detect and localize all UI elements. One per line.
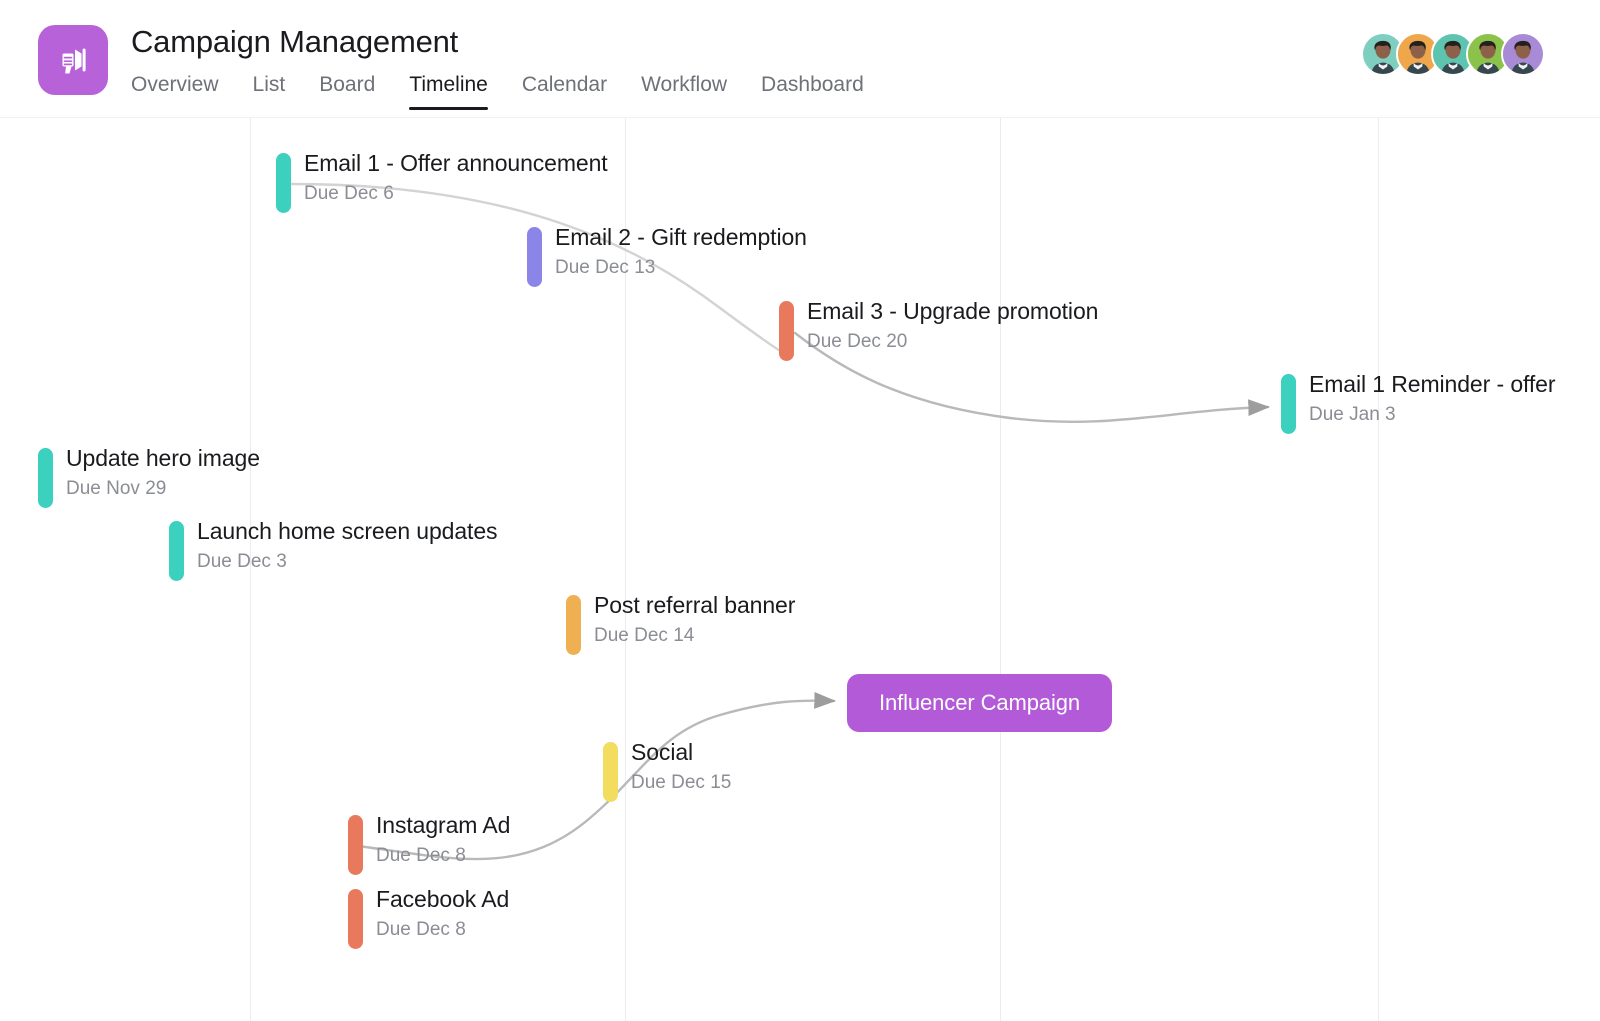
tab-workflow[interactable]: Workflow [641, 72, 727, 110]
milestone-influencer-campaign[interactable]: Influencer Campaign [847, 674, 1112, 732]
gridline [1378, 118, 1379, 1021]
task-due-date: Due Dec 14 [594, 625, 695, 646]
task-bar[interactable] [348, 815, 363, 875]
task-name: Email 2 - Gift redemption [555, 224, 807, 250]
task-name: Instagram Ad [376, 812, 511, 838]
app-header: Campaign Management Overview List Board … [0, 0, 1600, 118]
task-due-date: Due Dec 3 [197, 551, 287, 572]
task-text: Instagram Ad Due Dec 8 [376, 810, 510, 870]
tab-board[interactable]: Board [319, 72, 375, 110]
megaphone-icon [54, 41, 92, 79]
timeline-task[interactable]: Facebook Ad Due Dec 8 [348, 886, 509, 949]
task-bar[interactable] [169, 521, 184, 581]
gridline [625, 118, 626, 1021]
gridline [1000, 118, 1001, 1021]
task-due-date: Due Dec 13 [555, 257, 656, 278]
task-name: Facebook Ad [376, 886, 510, 912]
task-name: Email 1 - Offer announcement [304, 150, 608, 176]
task-name: Launch home screen updates [197, 518, 498, 544]
task-name: Email 1 Reminder - offer [1309, 371, 1556, 397]
task-bar[interactable] [566, 595, 581, 655]
task-due-date: Due Dec 15 [631, 772, 732, 793]
tab-overview[interactable]: Overview [131, 72, 219, 110]
task-bar[interactable] [779, 301, 794, 361]
task-name: Social [631, 739, 694, 765]
task-name: Post referral banner [594, 592, 796, 618]
task-due-date: Due Dec 6 [304, 183, 394, 204]
timeline-task[interactable]: Instagram Ad Due Dec 8 [348, 812, 510, 875]
task-due-date: Due Dec 8 [376, 845, 466, 866]
tab-bar: Overview List Board Timeline Calendar Wo… [131, 72, 864, 118]
task-due-date: Due Dec 8 [376, 919, 466, 940]
member-avatar-group [1361, 32, 1545, 76]
task-text: Facebook Ad Due Dec 8 [376, 884, 509, 944]
task-bar[interactable] [38, 448, 53, 508]
gridline [250, 118, 251, 1021]
tab-calendar[interactable]: Calendar [522, 72, 607, 110]
task-bar[interactable] [527, 227, 542, 287]
task-bar[interactable] [276, 153, 291, 213]
project-icon[interactable] [38, 25, 108, 95]
page-title: Campaign Management [131, 24, 459, 59]
avatar[interactable] [1501, 32, 1545, 76]
task-name: Update hero image [66, 445, 260, 471]
tab-timeline[interactable]: Timeline [409, 72, 488, 110]
tab-list[interactable]: List [253, 72, 286, 110]
task-bar[interactable] [603, 742, 618, 802]
task-due-date: Due Dec 20 [807, 331, 908, 352]
task-name: Email 3 - Upgrade promotion [807, 298, 1099, 324]
task-bar[interactable] [1281, 374, 1296, 434]
task-bar[interactable] [348, 889, 363, 949]
task-due-date: Due Nov 29 [66, 478, 167, 499]
tab-dashboard[interactable]: Dashboard [761, 72, 864, 110]
task-due-date: Due Jan 3 [1309, 404, 1396, 425]
